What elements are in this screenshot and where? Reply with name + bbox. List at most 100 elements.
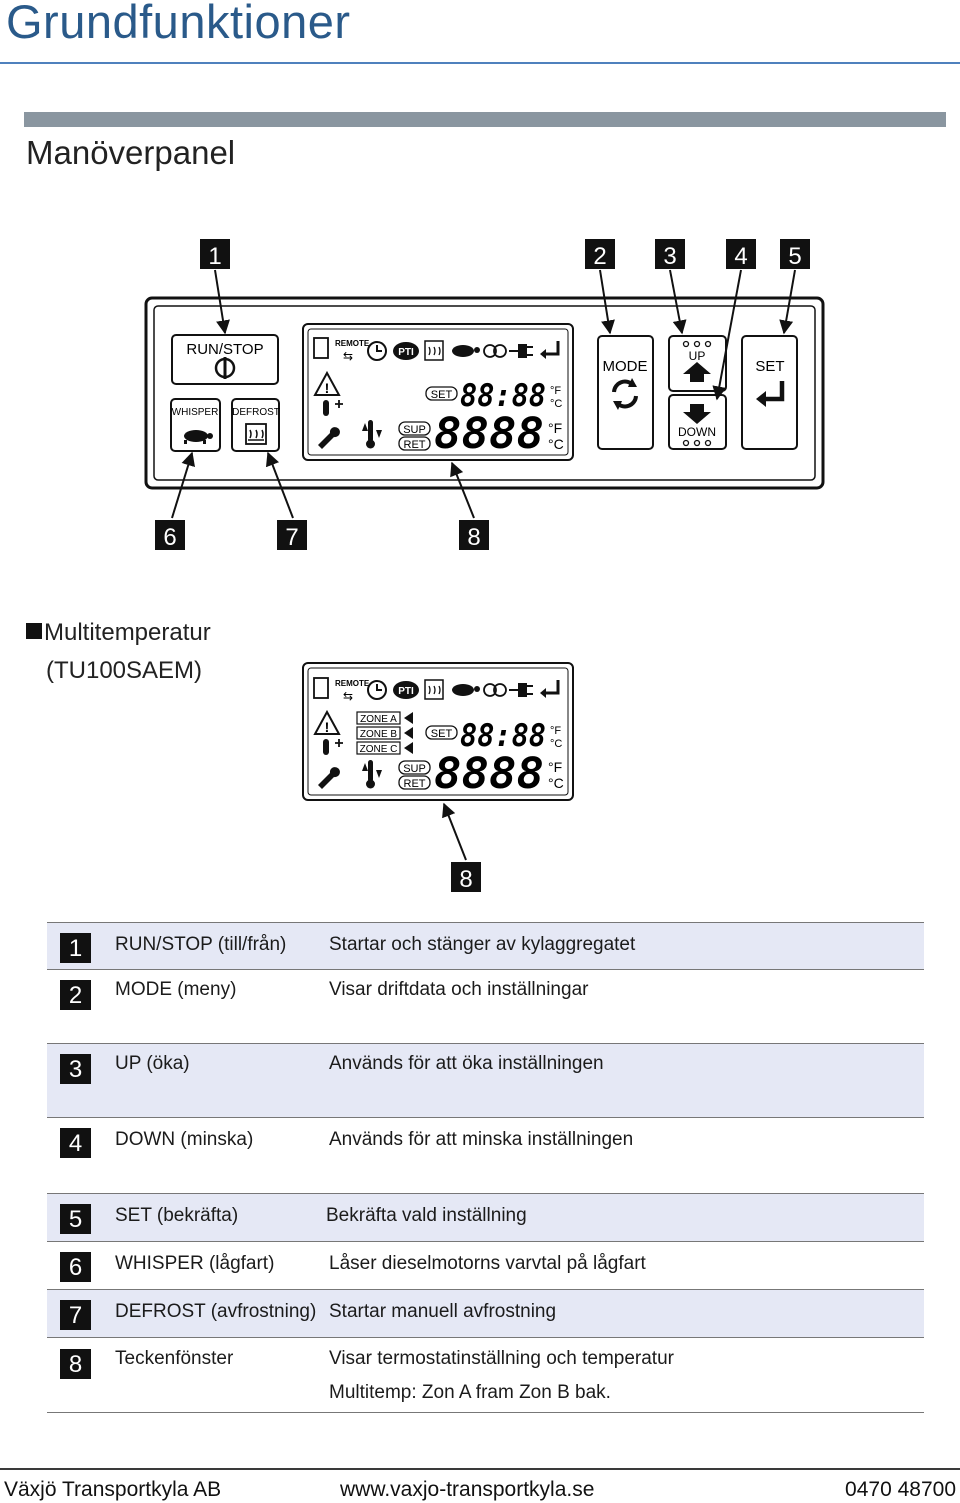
svg-text:PTI: PTI	[398, 347, 414, 358]
up-arrow-icon	[683, 362, 711, 382]
svg-text:°C: °C	[550, 738, 562, 750]
svg-text:°F: °F	[548, 759, 562, 775]
multitemp-title: Multitemperatur	[44, 619, 211, 646]
whisper-button: WHISPER	[170, 398, 221, 452]
page-title: Grundfunktioner	[6, 0, 351, 48]
up-button: UP	[668, 335, 727, 392]
legend-description: Visar driftdata och inställningar	[329, 979, 589, 1000]
door-icon	[313, 677, 329, 699]
lcd-display: REMOTE ⇆ PTI ! SET SUP RET 88:88 8888 °F…	[302, 323, 574, 461]
zone-tags: ZONE A ZONE B ZONE C	[356, 711, 413, 755]
defrost-button: DEFROST	[231, 398, 280, 452]
enter-icon	[544, 341, 560, 356]
legend-description: Startar och stänger av kylaggregatet	[329, 934, 636, 955]
legend-number: 8	[60, 1349, 91, 1379]
warning-icon	[313, 709, 341, 735]
svg-text:2: 2	[593, 243, 606, 270]
set-tag	[425, 725, 458, 740]
heat-icon	[424, 679, 444, 700]
pti-icon	[393, 342, 419, 360]
door-icon	[313, 337, 329, 359]
legend-number: 5	[60, 1204, 91, 1234]
thermometer-icon	[362, 760, 382, 789]
legend-label: MODE (meny)	[115, 979, 237, 1000]
callout-7: 7	[277, 520, 307, 551]
multitemp-model: (TU100SAEM)	[46, 657, 203, 684]
clock-icon	[367, 341, 387, 361]
svg-text:DEFROST: DEFROST	[232, 407, 280, 418]
ret-tag	[398, 436, 431, 451]
legend-description: Används för att öka inställningen	[329, 1053, 604, 1074]
callout-2: 2	[585, 239, 615, 270]
lower-digits: 8888	[434, 409, 544, 459]
pti-icon	[393, 681, 419, 699]
compressor-icon	[483, 344, 507, 358]
zone-c: ZONE C	[360, 744, 398, 755]
footer-website: www.vaxjo-transportkyla.se	[340, 1478, 595, 1501]
plug-icon	[509, 344, 533, 358]
legend-label: DEFROST (avfrostning)	[115, 1301, 317, 1322]
lower-digits: 8888	[434, 749, 544, 799]
svg-text:8: 8	[467, 524, 480, 551]
compressor-icon	[483, 683, 507, 697]
down-arrow-icon	[683, 404, 711, 424]
legend-description: Startar manuell avfrostning	[329, 1301, 557, 1322]
svg-text:3: 3	[663, 243, 676, 270]
svg-text:°C: °C	[548, 775, 564, 791]
svg-text:°F: °F	[548, 420, 562, 436]
callout-1: 1	[200, 239, 230, 270]
svg-text:REMOTE: REMOTE	[335, 679, 370, 688]
panel-frame	[144, 296, 825, 490]
legend-label: Teckenfönster	[115, 1348, 234, 1369]
enter-icon	[544, 680, 560, 695]
enter-icon	[762, 381, 785, 402]
section-bar	[24, 112, 946, 127]
legend-description: Låser dieselmotorns varvtal på lågfart	[329, 1253, 646, 1274]
sup-tag	[398, 421, 431, 436]
svg-text:SET: SET	[431, 728, 453, 740]
legend-number: 7	[60, 1300, 91, 1330]
footer-rule	[0, 1468, 960, 1470]
legend-number: 3	[60, 1054, 91, 1084]
callout-6: 6	[155, 520, 185, 551]
run-stop-button: RUN/STOP	[171, 334, 279, 385]
svg-text:RET: RET	[404, 439, 426, 451]
warning-icon	[313, 370, 341, 396]
svg-text:WHISPER: WHISPER	[172, 407, 219, 418]
svg-text:SET: SET	[755, 358, 784, 375]
svg-text:MODE: MODE	[603, 358, 648, 375]
footer-phone: 0470 48700	[845, 1478, 956, 1501]
svg-text:PTI: PTI	[398, 686, 414, 697]
svg-text:°F: °F	[550, 725, 561, 737]
legend-label: UP (öka)	[115, 1053, 190, 1074]
svg-text:REMOTE: REMOTE	[335, 339, 370, 348]
legend-label: RUN/STOP (till/från)	[115, 934, 287, 955]
set-tag	[425, 386, 458, 401]
table-bottom-rule	[47, 1412, 924, 1413]
svg-text:6: 6	[163, 524, 176, 551]
zone-b: ZONE B	[360, 729, 398, 740]
title-rule	[0, 62, 960, 64]
legend-description: Används för att minska inställningen	[329, 1129, 634, 1150]
wrench-icon	[318, 767, 340, 789]
svg-text:SUP: SUP	[403, 424, 426, 436]
callout-5: 5	[780, 239, 810, 270]
multitemp-display-diagram: REMOTE ⇆ PTI ! ZONE A ZONE B ZONE C SET …	[302, 662, 574, 893]
svg-text:°F: °F	[550, 385, 561, 397]
plug-icon	[509, 683, 533, 697]
turtle-icon	[452, 345, 474, 357]
cycle-icon	[612, 378, 638, 410]
section-title: Manöverpanel	[26, 134, 236, 171]
legend-description: Multitemp: Zon A fram Zon B bak.	[329, 1382, 611, 1403]
callout-8: 8	[459, 520, 489, 551]
temp-probe-icon	[323, 400, 329, 416]
thermometer-icon	[362, 420, 382, 449]
callout-8: 8	[451, 862, 481, 893]
callout-3: 3	[655, 239, 685, 270]
turtle-icon	[184, 430, 213, 444]
